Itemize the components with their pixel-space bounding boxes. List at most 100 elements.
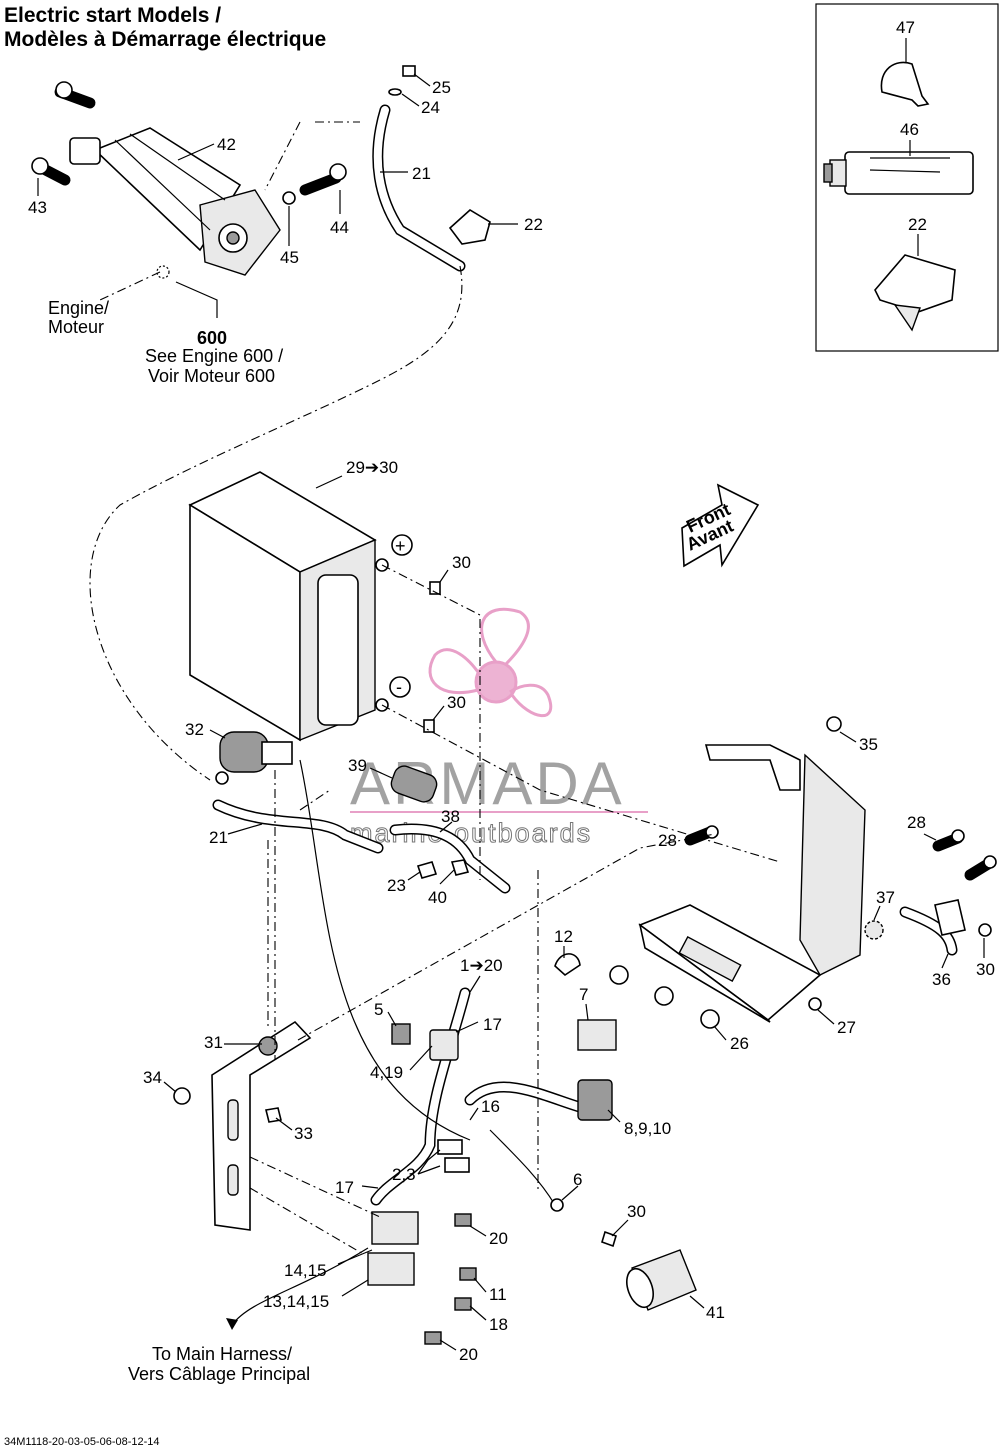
callout-label: 38 [441, 807, 460, 826]
callout-label: 25 [432, 78, 451, 97]
part-30-nut-minus [423, 719, 435, 733]
page-title-line2: Modèles à Démarrage électrique [4, 28, 327, 51]
callout-label: 4,19 [370, 1063, 403, 1082]
part-20-fuse-b [424, 1331, 442, 1345]
harness-note-line1: To Main Harness/ [152, 1344, 292, 1364]
battery-plus-symbol: + [391, 534, 413, 556]
part-30-nut-plus [429, 581, 441, 595]
page-title-line1: Electric start Models / [4, 4, 222, 27]
callout-label: 33 [294, 1124, 313, 1143]
part-31-bracket [211, 1020, 312, 1231]
callout-label: 35 [859, 735, 878, 754]
callout-label: 39 [348, 756, 367, 775]
part-13-fuse-block [367, 1211, 419, 1286]
callout-label: 37 [876, 888, 895, 907]
part-4-connector [429, 1029, 459, 1061]
part-40-nut [450, 859, 470, 876]
part-44-bolt [299, 163, 347, 196]
callout-label: 22 [524, 215, 543, 234]
callout-label: 21 [209, 828, 228, 847]
minus-sign: - [396, 677, 402, 697]
callout-label: 43 [28, 198, 47, 217]
part-37-lockwasher [864, 920, 884, 940]
part-21-cable-lower [212, 799, 384, 854]
part-39-relay [390, 765, 438, 803]
engine-note-line1: Engine/ [48, 298, 109, 318]
plus-sign: + [395, 536, 406, 556]
watermark-logo [428, 607, 553, 718]
part-26-grommets [609, 965, 720, 1029]
callout-label: 28 [907, 813, 926, 832]
front-arrow: Front Avant [681, 483, 760, 568]
callout-label: 2,3 [392, 1165, 416, 1184]
callout-label: 17 [335, 1178, 354, 1197]
callout-label: 41 [706, 1303, 725, 1322]
document-id: 34M1118-20-03-05-06-08-12-14 [4, 1436, 160, 1448]
callout-label: 18 [489, 1315, 508, 1334]
watermark-tagline: marine outboards [350, 818, 592, 848]
battery-minus-symbol: - [389, 676, 411, 698]
engine-mount-point [156, 265, 170, 279]
part-32-solenoid [215, 731, 293, 785]
part-43-bolts [31, 81, 96, 186]
callout-label: 12 [554, 927, 573, 946]
callout-labels: 47 46 22 25 24 42 21 43 44 45 22 29➔30 3… [28, 18, 995, 1364]
callout-label: 46 [900, 120, 919, 139]
callout-label: 45 [280, 248, 299, 267]
callout-label: 6 [573, 1170, 582, 1189]
part-3-connector [444, 1157, 470, 1173]
callout-label: 20 [459, 1345, 478, 1364]
part-28-bolts [684, 825, 997, 881]
part-41-accessory-outlet [626, 1249, 697, 1311]
callout-label: 30 [627, 1202, 646, 1221]
callout-label: 30 [447, 693, 466, 712]
callout-label: 14,15 [284, 1261, 327, 1280]
callout-label: 40 [428, 888, 447, 907]
part-22-clip-inset [874, 254, 956, 332]
callout-label: 42 [217, 135, 236, 154]
see-engine-line2: Voir Moteur 600 [148, 366, 275, 386]
part-18-fuse [454, 1297, 472, 1311]
callout-label: 34 [143, 1068, 162, 1087]
callout-label: 5 [374, 1000, 383, 1019]
part-46-tube [823, 151, 974, 195]
callout-label: 22 [908, 215, 927, 234]
callout-label: 11 [489, 1285, 507, 1304]
callout-label: 1➔20 [460, 956, 503, 975]
callout-label: 32 [185, 720, 204, 739]
part-24-ring [388, 88, 402, 96]
callout-label: 23 [387, 876, 406, 895]
callout-label: 47 [896, 18, 915, 37]
part-20-fuse-a [454, 1213, 472, 1227]
part-2-connector [437, 1139, 463, 1155]
part-34-bolt [173, 1087, 191, 1105]
part-25-nut [402, 65, 416, 77]
callout-label: 21 [412, 164, 431, 183]
inset-box [815, 3, 999, 352]
part-45-washer [282, 191, 296, 205]
leader-lines [37, 38, 985, 1351]
callout-label: 30 [452, 553, 471, 572]
battery-tray [638, 744, 866, 1023]
callout-label: 17 [483, 1015, 502, 1034]
part-36-ground-cable [899, 899, 966, 956]
part-11-fuse [459, 1267, 477, 1281]
part-35-nut [826, 716, 842, 732]
part-47-clip [880, 61, 930, 107]
callout-label: 7 [579, 985, 588, 1004]
part-23-nut [416, 861, 438, 879]
watermark: ARMADA marine outboards [350, 607, 648, 849]
callout-label: 16 [481, 1097, 500, 1116]
part-22-clip [448, 209, 491, 245]
part-7-relay [577, 1019, 617, 1051]
part-38-cable [389, 823, 511, 894]
part-12-ring-terminal [554, 953, 581, 977]
callout-label: 44 [330, 218, 349, 237]
callout-label: 28 [658, 831, 677, 850]
callout-label: 8,9,10 [624, 1119, 671, 1138]
harness-note-line2: Vers Câblage Principal [128, 1364, 310, 1384]
callout-label: 24 [421, 98, 440, 117]
callout-label: 31 [204, 1033, 223, 1052]
engine-note-line2: Moteur [48, 317, 104, 337]
